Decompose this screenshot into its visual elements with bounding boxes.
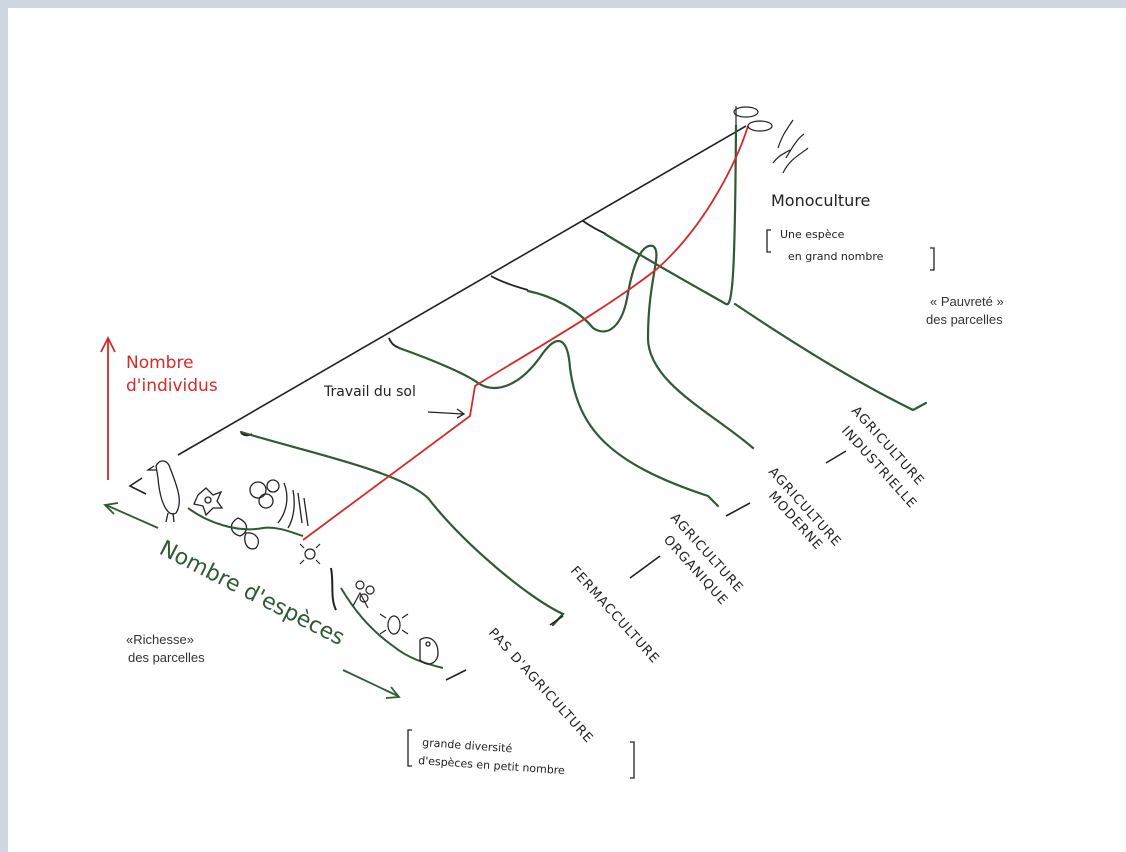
richesse-label-2: des parcelles bbox=[128, 650, 205, 665]
especes-arrow-right bbox=[342, 669, 401, 699]
plant-cluster-icon bbox=[249, 479, 309, 529]
bird-icon bbox=[145, 460, 180, 523]
curve-fermacculture bbox=[397, 340, 720, 508]
diagram-frame: Nombre d'individus Nombre d'espèces «Ric… bbox=[8, 8, 1126, 852]
tick-pas-agriculture bbox=[445, 669, 467, 681]
plant-icon bbox=[352, 580, 375, 609]
worm-icon bbox=[330, 567, 337, 611]
travail-du-sol-label: Travail du sol bbox=[323, 384, 416, 400]
frog-icon bbox=[419, 637, 439, 665]
especes-arrow-left bbox=[103, 502, 159, 529]
curve-pas-agriculture bbox=[239, 430, 565, 627]
flower-icon bbox=[193, 487, 224, 517]
insect-icon bbox=[299, 543, 321, 565]
curve-organique bbox=[526, 244, 755, 450]
tick-industrielle bbox=[825, 450, 847, 464]
category-label-pas-agriculture: PAS D'AGRICULTURE bbox=[485, 626, 596, 747]
grande-diversite-label-2: d'espèces en petit nombre bbox=[418, 754, 566, 777]
individus-axis-arrow bbox=[100, 335, 116, 480]
richesse-label-1: «Richesse» bbox=[126, 632, 194, 647]
bracket-une-espece-right bbox=[930, 247, 935, 271]
tick-organique bbox=[629, 555, 661, 579]
bracket-une-espece-left bbox=[766, 229, 771, 253]
monoculture-label: Monoculture bbox=[771, 191, 870, 210]
back-axis-line bbox=[177, 125, 747, 456]
category-label-fermacculture: FERMACCULTURE bbox=[567, 564, 662, 667]
pauvrete-label-2: des parcelles bbox=[926, 312, 1003, 327]
beetle-icon bbox=[379, 613, 409, 635]
une-espece-label-1: Une espèce bbox=[780, 228, 845, 241]
abundance-line bbox=[302, 125, 749, 541]
curve-industrielle bbox=[733, 302, 928, 412]
wheat-icon bbox=[733, 106, 809, 174]
pauvrete-label-1: « Pauvreté » bbox=[930, 294, 1004, 309]
tick-moderne bbox=[725, 502, 751, 517]
une-espece-label-2: en grand nombre bbox=[788, 250, 884, 263]
nombre-individus-label-1: Nombre bbox=[126, 353, 194, 373]
axis-ticks bbox=[240, 220, 607, 437]
bracket-diversite-left bbox=[407, 729, 412, 767]
agriculture-diversity-diagram: Nombre d'individus Nombre d'espèces «Ric… bbox=[100, 106, 1004, 779]
bracket-left-species bbox=[128, 477, 147, 495]
tick-fermacculture bbox=[549, 615, 564, 626]
grande-diversite-label-1: grande diversité bbox=[422, 736, 513, 755]
bracket-diversite-right bbox=[630, 741, 635, 779]
travail-arrow bbox=[427, 408, 466, 419]
curve-moderne bbox=[603, 124, 738, 306]
nombre-individus-label-2: d'individus bbox=[126, 376, 218, 396]
leaf-icon bbox=[230, 517, 260, 550]
